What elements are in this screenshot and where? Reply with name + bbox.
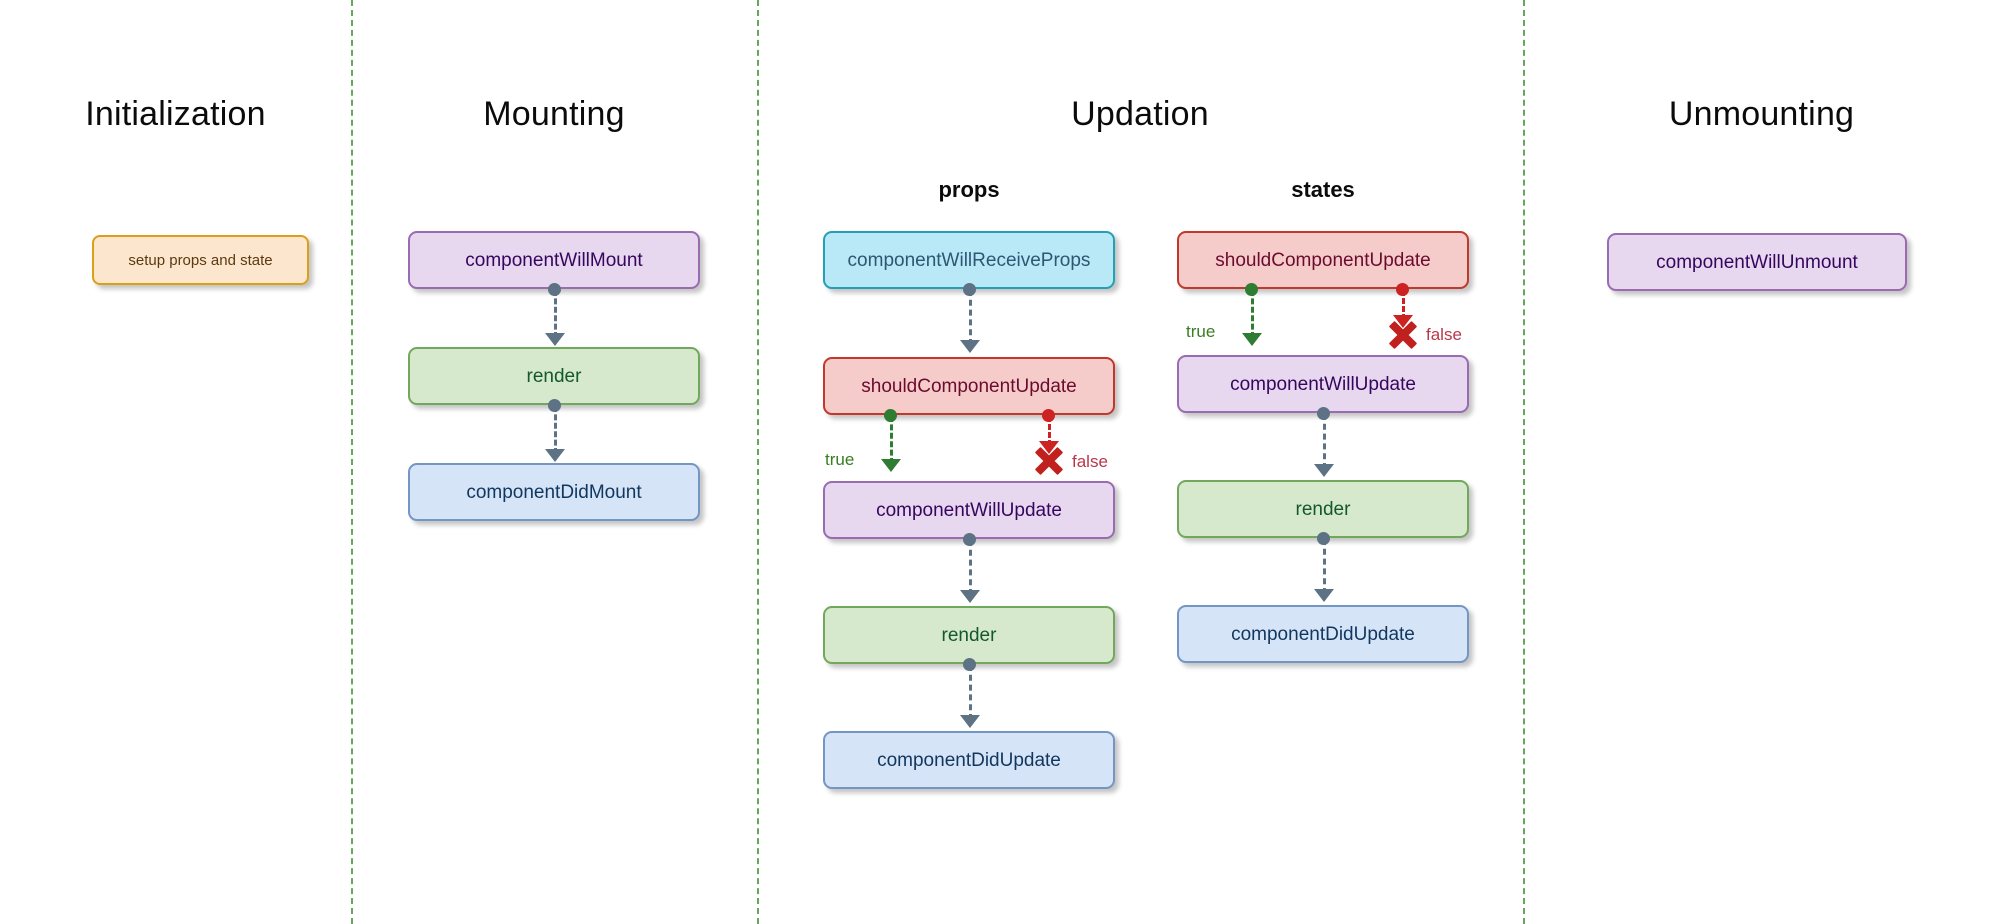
subsection-title-states: states — [1291, 177, 1355, 202]
connector-dot-props-1 — [963, 283, 976, 296]
node-component-will-receive-props[interactable]: componentWillReceiveProps — [823, 231, 1115, 289]
branch-label-states-false: false — [1426, 325, 1462, 344]
connector-dot-states-1 — [1317, 407, 1330, 420]
node-props-should-component-update[interactable]: shouldComponentUpdate — [823, 357, 1115, 415]
connector-line-states-1 — [1323, 414, 1326, 469]
node-props-component-will-update[interactable]: componentWillUpdate — [823, 481, 1115, 539]
connector-line-props-1 — [969, 290, 972, 345]
connector-arrow-props-3 — [960, 715, 980, 728]
section-title-unmounting: Unmounting — [1668, 95, 1855, 133]
section-title-initialization: Initialization — [85, 95, 266, 133]
branch-line-props-false — [1048, 416, 1051, 446]
connector-dot-states-2 — [1317, 532, 1330, 545]
node-setup-props-and-state[interactable]: setup props and state — [92, 235, 309, 285]
section-title-updation: Updation — [1071, 95, 1209, 133]
branch-line-states-false — [1402, 290, 1405, 320]
connector-dot-mount-1 — [548, 283, 561, 296]
connector-dot-props-2 — [963, 533, 976, 546]
connector-arrow-props-1 — [960, 340, 980, 353]
node-props-render[interactable]: render — [823, 606, 1115, 664]
branch-label-props-false: false — [1072, 452, 1108, 471]
branch-label-props-true: true — [825, 450, 855, 469]
connector-arrow-states-1 — [1314, 464, 1334, 477]
section-title-mounting: Mounting — [483, 95, 625, 133]
branch-dot-states-true — [1245, 283, 1258, 296]
connector-arrow-mount-1 — [545, 333, 565, 346]
branch-line-props-true — [890, 416, 893, 464]
node-props-component-did-update[interactable]: componentDidUpdate — [823, 731, 1115, 789]
connector-line-props-2 — [969, 540, 972, 595]
branch-dot-props-true — [884, 409, 897, 422]
node-component-did-mount[interactable]: componentDidMount — [408, 463, 700, 521]
connector-arrow-props-2 — [960, 590, 980, 603]
node-states-should-component-update[interactable]: shouldComponentUpdate — [1177, 231, 1469, 289]
connector-arrow-mount-2 — [545, 449, 565, 462]
branch-label-states-true: true — [1186, 322, 1216, 341]
branch-arrow-states-true — [1242, 333, 1262, 346]
node-states-render[interactable]: render — [1177, 480, 1469, 538]
section-divider-2 — [757, 0, 759, 924]
branch-line-states-true — [1251, 290, 1254, 338]
node-states-component-will-update[interactable]: componentWillUpdate — [1177, 355, 1469, 413]
node-component-will-unmount[interactable]: componentWillUnmount — [1607, 233, 1907, 291]
branch-dot-props-false — [1042, 409, 1055, 422]
connector-line-mount-2 — [554, 406, 557, 454]
connector-line-props-3 — [969, 665, 972, 720]
connector-dot-mount-2 — [548, 399, 561, 412]
connector-line-mount-1 — [554, 290, 557, 338]
stop-x-icon-states — [1386, 318, 1420, 352]
section-divider-1 — [351, 0, 353, 924]
branch-dot-states-false — [1396, 283, 1409, 296]
subsection-title-props: props — [938, 177, 1000, 202]
section-divider-3 — [1523, 0, 1525, 924]
node-component-will-mount[interactable]: componentWillMount — [408, 231, 700, 289]
node-mount-render[interactable]: render — [408, 347, 700, 405]
connector-line-states-2 — [1323, 539, 1326, 594]
connector-arrow-states-2 — [1314, 589, 1334, 602]
stop-x-icon-props — [1032, 444, 1066, 478]
connector-dot-props-3 — [963, 658, 976, 671]
node-states-component-did-update[interactable]: componentDidUpdate — [1177, 605, 1469, 663]
branch-arrow-props-true — [881, 459, 901, 472]
